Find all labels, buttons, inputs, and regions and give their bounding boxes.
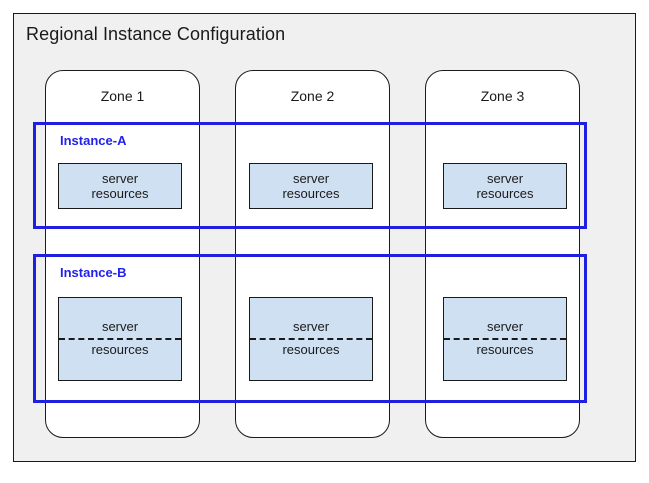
resource-line-1: server bbox=[486, 171, 524, 186]
resource-line-1: server bbox=[292, 171, 330, 186]
resource-line-2: resources bbox=[476, 342, 534, 357]
resource-split-divider bbox=[444, 338, 566, 340]
page-title: Regional Instance Configuration bbox=[26, 24, 286, 44]
server-resources-box: server resources bbox=[58, 163, 182, 209]
zone-label-3: Zone 3 bbox=[480, 88, 525, 104]
server-resources-box: server resources bbox=[443, 163, 567, 209]
server-resources-box: server resources bbox=[249, 163, 373, 209]
resource-line-2: resources bbox=[476, 186, 534, 201]
resource-line-1: server bbox=[292, 319, 330, 334]
resource-line-1: server bbox=[101, 171, 139, 186]
server-resources-box: server resources bbox=[58, 297, 182, 381]
zone-label-1: Zone 1 bbox=[100, 88, 145, 104]
resource-line-2: resources bbox=[91, 186, 149, 201]
instance-band-a: Instance-A bbox=[33, 122, 587, 229]
resource-line-2: resources bbox=[282, 342, 340, 357]
instance-band-b: Instance-B bbox=[33, 254, 587, 403]
instance-label-b: Instance-B bbox=[60, 265, 127, 280]
instance-label-a: Instance-A bbox=[60, 133, 127, 148]
server-resources-box: server resources bbox=[249, 297, 373, 381]
resource-line-1: server bbox=[101, 319, 139, 334]
resource-split-divider bbox=[59, 338, 181, 340]
resource-line-2: resources bbox=[282, 186, 340, 201]
zone-label-2: Zone 2 bbox=[290, 88, 335, 104]
resource-line-2: resources bbox=[91, 342, 149, 357]
server-resources-box: server resources bbox=[443, 297, 567, 381]
resource-line-1: server bbox=[486, 319, 524, 334]
resource-split-divider bbox=[250, 338, 372, 340]
